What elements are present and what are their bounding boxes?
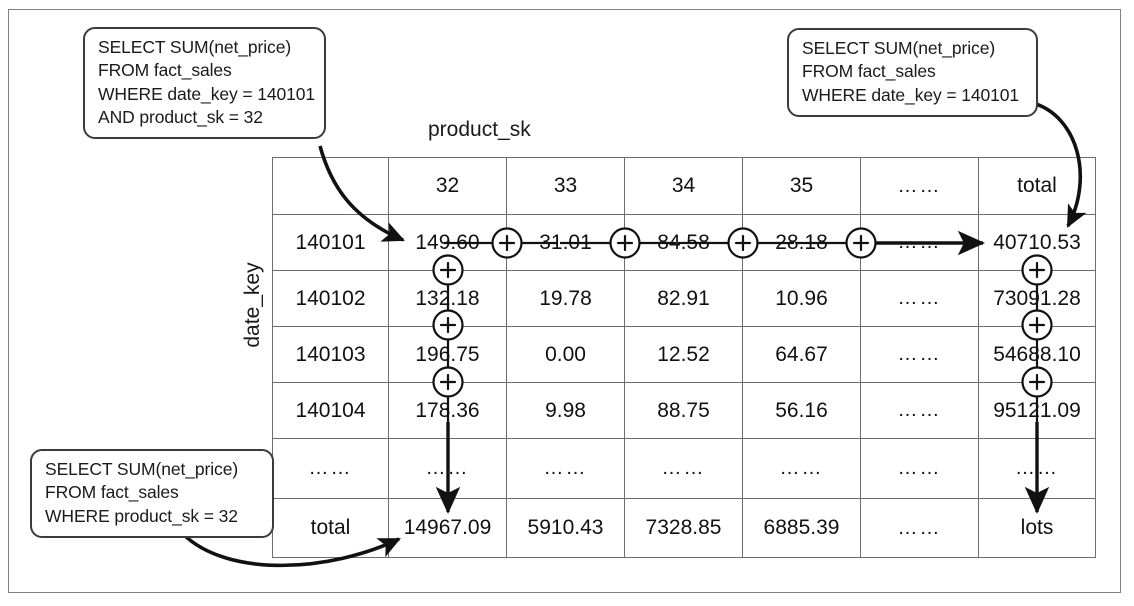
cell-2-4: …… bbox=[860, 326, 979, 383]
cell-3-4: …… bbox=[860, 382, 979, 439]
row-header-3: 140104 bbox=[272, 382, 389, 439]
table-row: 140102 132.18 19.78 82.91 10.96 …… 73091… bbox=[272, 270, 1096, 327]
table-row: …… …… …… …… …… …… …… bbox=[272, 438, 1096, 499]
cell-0-1: 31.01 bbox=[506, 214, 625, 271]
cell-2-3: 64.67 bbox=[742, 326, 861, 383]
col-header-4: …… bbox=[860, 157, 979, 215]
cell-0-4: …… bbox=[860, 214, 979, 271]
col-header-2: 34 bbox=[624, 157, 743, 215]
callout-top-right-sql: SELECT SUM(net_price) FROM fact_sales WH… bbox=[787, 28, 1038, 117]
cell-5-1: 5910.43 bbox=[506, 498, 625, 558]
cell-5-4: …… bbox=[860, 498, 979, 558]
cell-3-5: 95121.09 bbox=[978, 382, 1096, 439]
table-row: 140103 196.75 0.00 12.52 64.67 …… 54688.… bbox=[272, 326, 1096, 383]
cell-5-2: 7328.85 bbox=[624, 498, 743, 558]
cell-4-5: …… bbox=[978, 438, 1096, 499]
col-header-1: 33 bbox=[506, 157, 625, 215]
row-axis-label: date_key bbox=[241, 262, 264, 348]
callout-bl-line2: FROM fact_sales bbox=[45, 482, 179, 503]
callout-bl-line1: SELECT SUM(net_price) bbox=[45, 459, 239, 479]
col-header-0: 32 bbox=[388, 157, 507, 215]
table-header-row: 32 33 34 35 …… total bbox=[272, 157, 1096, 215]
column-axis-label: product_sk bbox=[428, 118, 531, 141]
cell-2-2: 12.52 bbox=[624, 326, 743, 383]
row-header-5: total bbox=[272, 498, 389, 558]
callout-bottom-left-sql: SELECT SUM(net_price) FROM fact_sales WH… bbox=[30, 449, 274, 538]
callout-tr-line2: FROM fact_sales bbox=[802, 61, 936, 82]
cell-0-0: 149.60 bbox=[388, 214, 507, 271]
cell-0-5: 40710.53 bbox=[978, 214, 1096, 271]
cell-2-1: 0.00 bbox=[506, 326, 625, 383]
table-row: 140101 149.60 31.01 84.58 28.18 …… 40710… bbox=[272, 214, 1096, 271]
row-header-4: …… bbox=[272, 438, 389, 499]
cell-5-5: lots bbox=[978, 498, 1096, 558]
cell-5-3: 6885.39 bbox=[742, 498, 861, 558]
pivot-table: 32 33 34 35 …… total 140101 149.60 31.01… bbox=[272, 157, 1096, 558]
cell-2-0: 196.75 bbox=[388, 326, 507, 383]
table-corner-cell bbox=[272, 157, 389, 215]
table-row: 140104 178.36 9.98 88.75 56.16 …… 95121.… bbox=[272, 382, 1096, 439]
cell-1-4: …… bbox=[860, 270, 979, 327]
cell-3-2: 88.75 bbox=[624, 382, 743, 439]
cell-1-1: 19.78 bbox=[506, 270, 625, 327]
cell-4-1: …… bbox=[506, 438, 625, 499]
cell-3-0: 178.36 bbox=[388, 382, 507, 439]
col-header-5: total bbox=[978, 157, 1096, 215]
cell-3-3: 56.16 bbox=[742, 382, 861, 439]
callout-tl-line3: WHERE date_key = 140101 bbox=[98, 83, 316, 104]
cell-4-3: …… bbox=[742, 438, 861, 499]
cell-1-0: 132.18 bbox=[388, 270, 507, 327]
callout-tl-line4: AND product_sk = 32 bbox=[98, 106, 263, 127]
cell-1-3: 10.96 bbox=[742, 270, 861, 327]
row-header-1: 140102 bbox=[272, 270, 389, 327]
cell-4-0: …… bbox=[388, 438, 507, 499]
cell-2-5: 54688.10 bbox=[978, 326, 1096, 383]
callout-tl-line2: FROM fact_sales bbox=[98, 60, 232, 81]
cell-4-2: …… bbox=[624, 438, 743, 499]
cell-4-4: …… bbox=[860, 438, 979, 499]
cell-3-1: 9.98 bbox=[506, 382, 625, 439]
row-header-2: 140103 bbox=[272, 326, 389, 383]
cell-0-3: 28.18 bbox=[742, 214, 861, 271]
callout-tl-line1: SELECT SUM(net_price) bbox=[98, 37, 292, 57]
cell-0-2: 84.58 bbox=[624, 214, 743, 271]
table-row: total 14967.09 5910.43 7328.85 6885.39 …… bbox=[272, 498, 1096, 558]
cell-1-2: 82.91 bbox=[624, 270, 743, 327]
row-header-0: 140101 bbox=[272, 214, 389, 271]
cell-5-0: 14967.09 bbox=[388, 498, 507, 558]
callout-tr-line3: WHERE date_key = 140101 bbox=[802, 84, 1020, 105]
pivot-table-wrap: 32 33 34 35 …… total 140101 149.60 31.01… bbox=[272, 157, 1096, 558]
callout-bl-line3: WHERE product_sk = 32 bbox=[45, 505, 238, 526]
col-header-3: 35 bbox=[742, 157, 861, 215]
callout-top-left-sql: SELECT SUM(net_price) FROM fact_sales WH… bbox=[83, 27, 326, 140]
callout-tr-line1: SELECT SUM(net_price) bbox=[802, 38, 996, 58]
cell-1-5: 73091.28 bbox=[978, 270, 1096, 327]
